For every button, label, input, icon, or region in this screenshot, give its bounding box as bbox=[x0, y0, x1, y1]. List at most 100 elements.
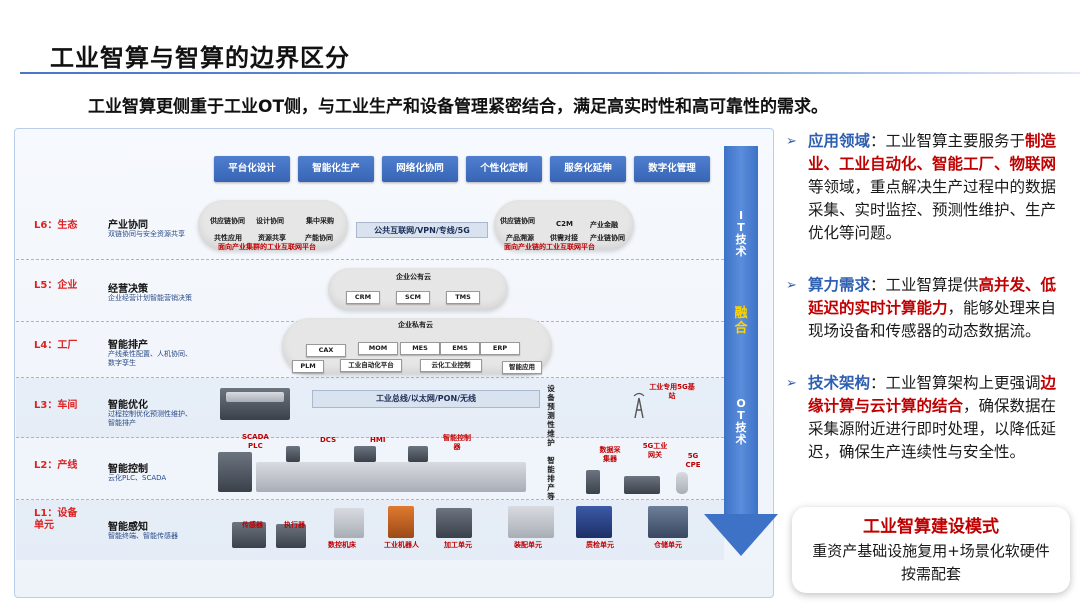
l1-device-label: 质检单元 bbox=[586, 541, 614, 549]
inspection-unit-image bbox=[576, 506, 612, 538]
l2-device-label: DCS bbox=[320, 436, 337, 444]
bullet-head: 技术架构 bbox=[808, 374, 871, 392]
l5-item-crm: CRM bbox=[346, 291, 380, 304]
title-underline bbox=[20, 72, 1080, 74]
l3-network-bar: 工业总线/以太网/PON/无线 bbox=[312, 390, 540, 408]
layer-name-l1: L1：设备单元 bbox=[34, 508, 78, 531]
l6-right-item: 产业链协同 bbox=[590, 234, 625, 242]
assembly-unit-image bbox=[508, 506, 554, 538]
base-station-icon bbox=[632, 392, 646, 419]
bullet-text: ：工业智算提供 bbox=[870, 276, 979, 294]
layer-title-l2: 智能控制 bbox=[108, 464, 148, 475]
l4-item: 智能应用 bbox=[502, 361, 542, 374]
l4-item: 云化工业控制 bbox=[420, 359, 482, 372]
bullet-highlight: 高并发、低延迟的实时计算能力 bbox=[808, 276, 1057, 317]
5g-gateway-image bbox=[624, 476, 660, 494]
production-line-image bbox=[256, 462, 526, 492]
page-subtitle: 工业智算更侧重于工业OT侧，与工业生产和设备管理紧密结合，满足高实时性和高可靠性… bbox=[88, 97, 829, 117]
layer-title-l4: 智能排产 bbox=[108, 340, 148, 351]
layer-band-l6 bbox=[16, 198, 724, 260]
l4-item: ERP bbox=[480, 342, 520, 355]
layer-name-l3: L3：车间 bbox=[34, 400, 78, 411]
data-collector-image bbox=[586, 470, 600, 494]
l6-left-item: 集中采购 bbox=[306, 217, 334, 225]
actuator-image bbox=[276, 524, 306, 548]
l4-item: MES bbox=[400, 342, 440, 355]
l2-device-label: HMI bbox=[370, 436, 386, 444]
cnc-machine-image bbox=[334, 508, 364, 538]
industrial-robot-image bbox=[388, 506, 414, 538]
layer-band-l4 bbox=[16, 322, 724, 378]
construction-mode-desc: 重资产基础设施复用+场景化软硬件按需配套 bbox=[812, 542, 1050, 583]
control-room-screens bbox=[226, 392, 284, 402]
l6-right-item: 供应链协同 bbox=[500, 217, 535, 225]
l6-right-caption: 面向产业链的工业互联网平台 bbox=[504, 243, 595, 251]
bullet-text: ：工业智算主要服务于 bbox=[870, 132, 1026, 150]
l6-right-item: 供需对接 bbox=[550, 234, 578, 242]
l6-right-item: C2M bbox=[556, 220, 573, 228]
sensor-image bbox=[232, 522, 266, 548]
l6-network-box: 公共互联网/VPN/专线/5G bbox=[356, 222, 488, 238]
bullet-application: 应用领域：工业智算主要服务于制造业、工业自动化、智能工厂、物联网等领域，重点解决… bbox=[808, 130, 1070, 245]
l4-cloud-title: 企业私有云 bbox=[398, 321, 433, 329]
l5-item-tms: TMS bbox=[446, 291, 480, 304]
l2-device-label: 智能控制器 bbox=[443, 434, 471, 451]
layer-title-l5: 经营决策 bbox=[108, 284, 148, 295]
top-button-digital-management[interactable]: 数字化管理 bbox=[634, 156, 710, 182]
top-button-network-collab[interactable]: 网络化协同 bbox=[382, 156, 458, 182]
bullet-text: ，确保数据在采集源附近进行即时处理，以降低延迟，确保生产连续性与安全性。 bbox=[808, 397, 1057, 461]
bullet-arrow-icon: ➢ bbox=[786, 376, 797, 391]
l4-item: CAX bbox=[306, 344, 346, 357]
bullet-head: 算力需求 bbox=[808, 276, 871, 294]
top-button-smart-production[interactable]: 智能化生产 bbox=[298, 156, 374, 182]
it-ot-arrow-head bbox=[704, 514, 778, 556]
top-button-personalized[interactable]: 个性化定制 bbox=[466, 156, 542, 182]
construction-mode-title: 工业智算建设模式 bbox=[863, 517, 999, 537]
l1-device-label: 工业机器人 bbox=[384, 541, 419, 549]
l6-left-item: 设计协同 bbox=[256, 217, 284, 225]
page-title: 工业智算与智算的边界区分 bbox=[50, 44, 350, 72]
l6-left-item: 资源共享 bbox=[258, 234, 286, 242]
l4-item: MOM bbox=[358, 342, 398, 355]
l6-left-caption: 面向产业集群的工业互联网平台 bbox=[218, 243, 316, 251]
l2-device-label: 5G工业网关 bbox=[642, 442, 668, 459]
top-button-platform-design[interactable]: 平台化设计 bbox=[214, 156, 290, 182]
layer-title-l6: 产业协同 bbox=[108, 220, 148, 231]
layer-desc-l1: 智能终端、智能传感器 bbox=[108, 532, 178, 540]
bullet-text: 等领域，重点解决生产过程中的数据采集、实时监控、预测性维护、生产优化等问题。 bbox=[808, 178, 1057, 242]
warehouse-unit-image bbox=[648, 506, 688, 538]
bullet-arrow-icon: ➢ bbox=[786, 278, 797, 293]
l6-left-item: 共性应用 bbox=[214, 234, 242, 242]
l2-device-label: SCADA bbox=[242, 433, 269, 441]
layer-band-l3 bbox=[16, 378, 724, 438]
l6-left-item: 供应链协同 bbox=[210, 217, 245, 225]
l6-right-item: 产品溯源 bbox=[506, 234, 534, 242]
bullet-text: ，能够处理来自现场设备和传感器的动态数据流。 bbox=[808, 299, 1057, 340]
plc-cabinet-image bbox=[218, 452, 252, 492]
l6-right-cloud bbox=[494, 200, 634, 250]
l2-device-label: 数据采集器 bbox=[599, 446, 621, 463]
l1-device-label: 执行器 bbox=[284, 521, 305, 529]
l5-cloud-title: 企业公有云 bbox=[396, 273, 431, 281]
l4-item: EMS bbox=[440, 342, 480, 355]
l1-device-label: 仓储单元 bbox=[654, 541, 682, 549]
l6-left-cloud bbox=[198, 200, 348, 250]
layer-name-l5: L5：企业 bbox=[34, 280, 78, 291]
bullet-highlight: 制造业、工业自动化、智能工厂、物联网 bbox=[808, 132, 1057, 173]
l6-right-item: 产业金融 bbox=[590, 221, 618, 229]
l4-item: 工业自动化平台 bbox=[340, 359, 402, 372]
layer-desc-l2: 云化PLC、SCADA bbox=[108, 474, 167, 482]
construction-mode-box bbox=[792, 507, 1070, 593]
controller-device-image bbox=[408, 446, 428, 462]
l5-item-scm: SCM bbox=[396, 291, 430, 304]
dcs-device-image bbox=[286, 446, 300, 462]
l4-item: PLM bbox=[292, 360, 324, 373]
top-button-service-extension[interactable]: 服务化延伸 bbox=[550, 156, 626, 182]
l1-device-label: 传感器 bbox=[242, 521, 263, 529]
l1-device-label: 数控机床 bbox=[328, 541, 356, 549]
bullet-head: 应用领域 bbox=[808, 132, 871, 150]
arrow-fusion-label: 融合 bbox=[734, 306, 748, 336]
l2-device-label: PLC bbox=[248, 442, 263, 450]
